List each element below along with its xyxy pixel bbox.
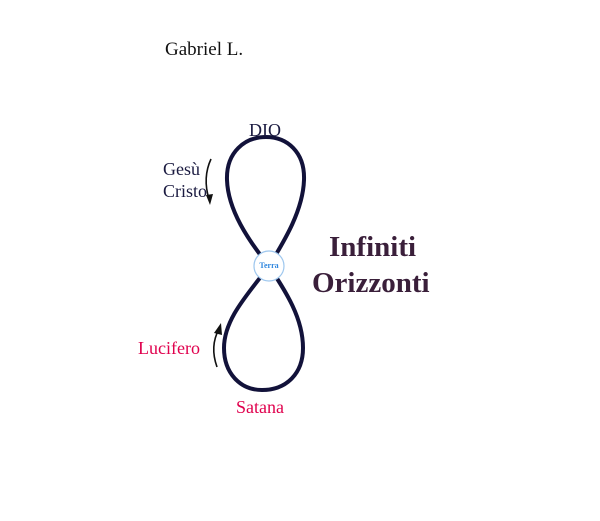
top-label-dio: DIO (249, 120, 281, 140)
upper-side-label-line-2: Cristo (163, 181, 208, 201)
center-label-terra: Terra (259, 261, 279, 270)
upward-arrow-icon (213, 323, 222, 368)
book-title-line-1: Infiniti (329, 231, 417, 263)
book-title: Infiniti Orizzonti (312, 229, 430, 301)
lower-side-label-lucifero: Lucifero (138, 338, 200, 358)
book-title-line-2: Orizzonti (312, 267, 430, 299)
center-circle (253, 250, 285, 282)
upper-side-label-line-1: Gesù (163, 159, 200, 179)
upper-side-label: Gesù Cristo (163, 158, 207, 202)
author-name: Gabriel L. (165, 39, 244, 60)
upper-loop (224, 135, 307, 268)
bottom-label-satana: Satana (236, 397, 284, 417)
downward-arrow-icon (205, 158, 213, 205)
lower-loop (222, 264, 305, 392)
